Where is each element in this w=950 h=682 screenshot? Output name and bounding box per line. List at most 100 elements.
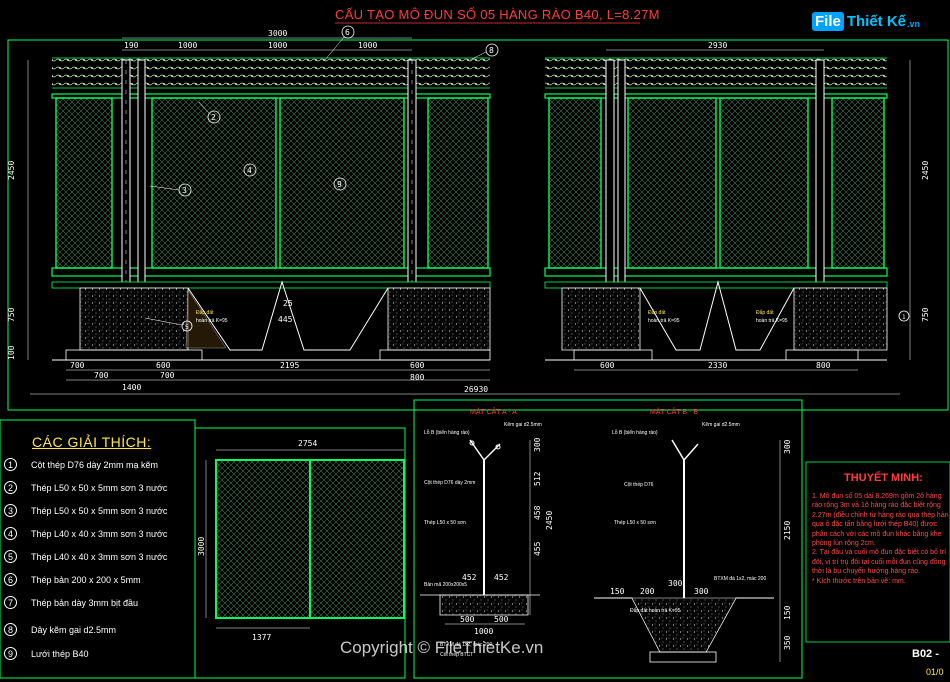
gate-panel xyxy=(194,427,406,679)
sa-b0: 452 xyxy=(462,573,477,582)
drawing-title: CẤU TẠO MÔ ĐUN SỐ 05 HÀNG RÀO B40, L=8.2… xyxy=(335,7,660,22)
dim-right-total: 2930 xyxy=(708,41,727,50)
sb-l1: Kẽm gai d2.5mm xyxy=(702,422,740,428)
tag: 2 xyxy=(211,113,216,122)
site-logo: File Thiết Kế .vn xyxy=(812,12,920,31)
mesh-panel xyxy=(279,97,405,269)
dim-1000a: 1000 xyxy=(178,41,197,50)
mesh-panel xyxy=(151,97,277,269)
legend-text: Thép L40 x 40 x 3mm sơn 3 nước xyxy=(31,551,168,562)
dim-25: 25 xyxy=(283,299,293,308)
logo-thietke: Thiết Kế xyxy=(846,13,907,30)
sa-l0: Lỗ B (biển hàng rào) xyxy=(424,429,470,436)
tag: 1 xyxy=(902,314,906,321)
dim-700c: 700 xyxy=(160,371,175,380)
post xyxy=(137,59,146,321)
legend-text: Cột thép D76 dày 2mm mạ kẽm xyxy=(31,459,159,470)
notes-body: 1. Mô đun số 05 dài 8.269m gồm 2ô hàng r… xyxy=(812,493,949,585)
sb-b1: 300 xyxy=(668,579,683,588)
legend-number: 2 xyxy=(4,481,17,494)
trench-outline xyxy=(187,280,389,351)
fill-sub-right: hoàn trả K=95 xyxy=(648,318,680,324)
sa-l6: Cốt thép BTCT xyxy=(440,652,473,658)
sb-l0: Lỗ B (biển hàng rào) xyxy=(612,429,658,436)
elevation-left xyxy=(27,37,900,395)
copyright-watermark: Copyright © FileThietKe.vn xyxy=(340,638,544,657)
sa-l4: Bản mã 200x200x5 xyxy=(424,582,467,588)
dim-right-800: 800 xyxy=(816,361,831,370)
dim-600b: 600 xyxy=(410,361,425,370)
section-b-title: MẶT CẮT B - B xyxy=(650,407,698,416)
section-a xyxy=(420,439,540,625)
barbed-wire-left xyxy=(52,58,490,88)
sb-b3: 150 xyxy=(610,587,625,596)
fill-sub-left: hoàn trả K=95 xyxy=(196,318,228,324)
legend-number: 8 xyxy=(4,623,17,636)
sb-r1: 2150 xyxy=(783,521,792,540)
section-a-title: MẶT CẮT A - A xyxy=(470,407,517,416)
legend-item: 2 Thép L50 x 50 x 5mm sơn 3 nước xyxy=(4,481,167,494)
sa-b2: 500 xyxy=(460,615,475,624)
legend-number: 6 xyxy=(4,573,17,586)
sa-b3: 500 xyxy=(494,615,509,624)
logo-vn: .vn xyxy=(907,19,921,29)
legend-text: Thép bản 200 x 200 x 5mm xyxy=(31,574,141,585)
sb-b2: 300 xyxy=(694,587,709,596)
sb-r2: 150 xyxy=(783,605,792,620)
gate-bottom: 1377 xyxy=(252,633,271,642)
tag: 5 xyxy=(185,324,189,331)
legend-item: 8 Dây kẽm gai d2.5mm xyxy=(4,623,116,636)
tag: 3 xyxy=(182,186,187,195)
fill-label-right-2: Đắp đất xyxy=(756,309,774,316)
sa-b1: 452 xyxy=(494,573,509,582)
callout-tags: 2 3 4 9 6 8 5 1 xyxy=(144,25,910,332)
sections-frame xyxy=(413,399,803,679)
sheet-frame-top xyxy=(7,39,949,411)
sa-b4: 1000 xyxy=(474,627,493,636)
dim-height: 2450 xyxy=(7,161,16,180)
sb-l4: Đắp đất hoàn trả K=95 xyxy=(630,607,681,614)
dim-found: 750 xyxy=(7,307,16,322)
legend-text: Lưới thép B40 xyxy=(31,648,89,659)
sa-l3: Thép L50 x 50 sơn xyxy=(424,520,466,526)
dim-600: 600 xyxy=(156,361,171,370)
sa-r1: 512 xyxy=(533,471,542,486)
legend-number: 9 xyxy=(4,647,17,660)
dim-700b: 700 xyxy=(94,371,109,380)
legend-item: 1 Cột thép D76 dày 2mm mạ kẽm xyxy=(4,458,158,471)
tag: 9 xyxy=(337,180,342,189)
legend-text: Thép L50 x 50 x 5mm sơn 3 nước xyxy=(31,482,168,493)
dim-base: 100 xyxy=(7,345,16,360)
legend-text: Dây kẽm gai d2.5mm xyxy=(31,624,117,635)
dim-800: 800 xyxy=(410,373,425,382)
tag: 8 xyxy=(489,46,494,55)
mesh-panel xyxy=(427,97,489,269)
dim-700a: 700 xyxy=(70,361,85,370)
fill-sub-right-2: hoàn trả K=95 xyxy=(756,318,788,324)
sb-l5: BTXM đá 1x2, mác 200 xyxy=(714,576,766,582)
sa-r2: 458 xyxy=(533,505,542,520)
legend-title: CÁC GIẢI THÍCH: xyxy=(32,434,152,450)
gate-height: 3000 xyxy=(197,537,206,556)
section-b xyxy=(594,439,781,663)
sa-r0: 300 xyxy=(533,437,542,452)
notes-title: THUYẾT MINH: xyxy=(844,472,923,484)
logo-file: File xyxy=(812,12,844,31)
dim-right-found: 750 xyxy=(921,307,930,322)
legend-number: 1 xyxy=(4,458,17,471)
sb-r0: 300 xyxy=(783,439,792,454)
dim-right-gap: 2330 xyxy=(708,361,727,370)
legend-item: 9 Lưới thép B40 xyxy=(4,647,88,660)
tag: 6 xyxy=(345,28,350,37)
legend-number: 3 xyxy=(4,504,17,517)
sb-l2: Cột thép D76 xyxy=(624,482,654,488)
dim-right-height: 2450 xyxy=(921,161,930,180)
gate-width: 2754 xyxy=(298,439,317,448)
foundation xyxy=(387,287,491,351)
legend-text: Thép L50 x 50 x 5mm sơn 3 nước xyxy=(31,505,168,516)
dim-445: 445 xyxy=(278,315,293,324)
fill-label-left: Đắp đất xyxy=(196,309,214,316)
